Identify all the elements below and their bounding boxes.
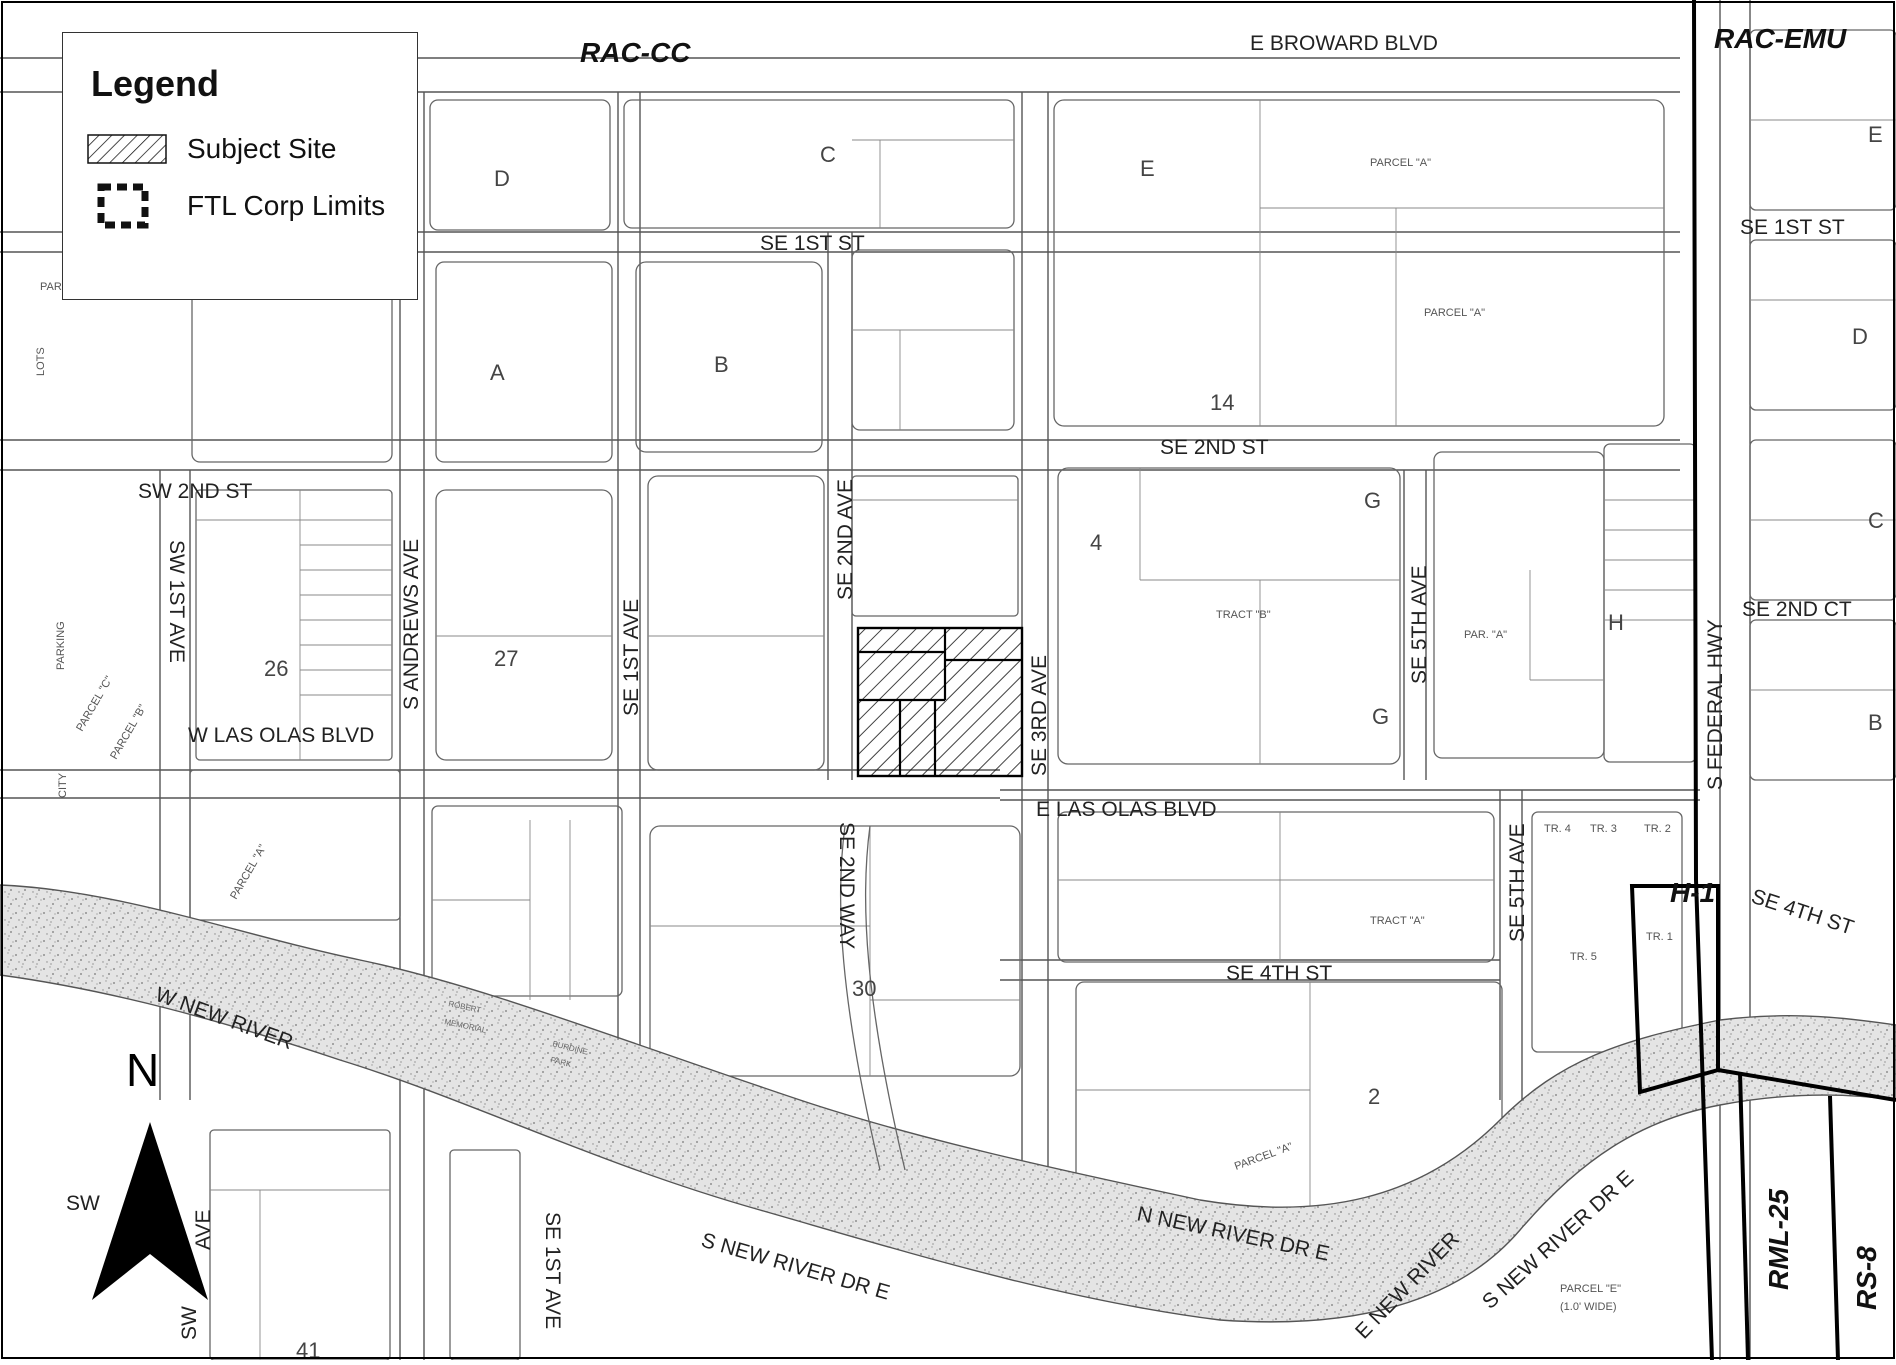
street-sw-ave-fragment: SW [178,1306,201,1340]
new-river-water [0,884,1896,1323]
street-se-4th-st: SE 4TH ST [1226,962,1332,985]
svg-text:A: A [490,360,505,385]
street-se-5th-ave-south: SE 5TH AVE [1506,823,1529,942]
legend-label-subject-site: Subject Site [187,133,337,164]
svg-text:E: E [1140,156,1155,181]
svg-text:2: 2 [1368,1084,1380,1109]
svg-text:4: 4 [1090,530,1102,555]
street-e-broward-blvd: E BROWARD BLVD [1250,32,1438,55]
zone-rac-cc: RAC-CC [580,37,691,68]
svg-text:PARCEL "A": PARCEL "A" [1370,157,1431,169]
svg-text:CITY: CITY [57,772,69,798]
svg-text:PARKING: PARKING [55,621,67,670]
street-se-1st-st: SE 1ST ST [760,232,865,255]
svg-text:TR. 4: TR. 4 [1544,823,1571,835]
legend-title: Legend [91,63,220,104]
svg-text:27: 27 [494,646,518,671]
svg-text:G: G [1364,488,1381,513]
street-se-1st-ave: SE 1ST AVE [620,599,643,716]
street-w-las-olas-blvd: W LAS OLAS BLVD [188,724,374,747]
legend-item-corp-limits: FTL Corp Limits [87,183,385,229]
svg-text:C: C [820,142,836,167]
subject-site [856,626,1024,778]
street-s-andrews-ave: S ANDREWS AVE [400,539,423,710]
svg-text:PAR. "A": PAR. "A" [1464,629,1507,641]
zone-rml25: RML-25 [1763,1188,1794,1290]
svg-text:14: 14 [1210,390,1234,415]
street-se-1st-ave-south: SE 1ST AVE [541,1212,564,1329]
svg-text:G: G [1372,704,1389,729]
se-2nd-way-road [839,825,881,1171]
svg-text:D: D [494,166,510,191]
street-ave-fragment: AVE [192,1210,215,1250]
svg-text:B: B [714,352,729,377]
hatch-swatch-icon [87,134,167,164]
svg-text:TRACT "A": TRACT "A" [1370,915,1425,927]
svg-text:TRACT "B": TRACT "B" [1216,609,1271,621]
zone-h1: H-1 [1670,877,1715,908]
legend-item-subject-site: Subject Site [87,133,336,165]
north-label: N [126,1044,159,1096]
zone-rs8: RS-8 [1851,1246,1882,1310]
street-se-2nd-st: SE 2ND ST [1160,436,1269,459]
svg-text:30: 30 [852,976,876,1001]
legend-label-corp-limits: FTL Corp Limits [187,190,386,221]
zone-rac-emu: RAC-EMU [1714,23,1847,54]
north-arrow-left [92,1122,150,1300]
svg-text:PARCEL "E": PARCEL "E" [1560,1283,1621,1295]
block-labels: C D E A B 14 G 4 G H 26 27 30 2 41 B C D… [264,122,1884,1363]
svg-text:TR. 1: TR. 1 [1646,931,1673,943]
corp-limit-boundaries [1629,0,1896,1361]
north-arrow-right [150,1122,208,1300]
lot-lines [196,100,1896,1360]
street-s-federal-hwy: S FEDERAL HWY [1704,619,1727,790]
svg-text:C: C [1868,508,1884,533]
street-e-las-olas-blvd: E LAS OLAS BLVD [1036,798,1217,821]
svg-text:26: 26 [264,656,288,681]
street-sw-2nd-st: SW 2ND ST [138,480,253,503]
street-se-1st-st-east: SE 1ST ST [1740,216,1845,239]
street-se-2nd-ave: SE 2ND AVE [834,479,857,600]
svg-text:TR. 3: TR. 3 [1590,823,1617,835]
svg-text:41: 41 [296,1338,320,1360]
svg-text:H: H [1608,610,1624,635]
north-arrow[interactable]: N [92,1044,208,1300]
svg-text:PARCEL "A": PARCEL "A" [1424,307,1485,319]
svg-text:B: B [1868,710,1883,735]
legend: Legend Subject Site FTL Corp Limits [62,32,418,300]
street-se-2nd-way: SE 2ND WAY [835,822,858,949]
svg-text:E: E [1868,122,1883,147]
street-se-3rd-ave: SE 3RD AVE [1028,655,1051,776]
svg-text:TR. 2: TR. 2 [1644,823,1671,835]
svg-text:TR. 5: TR. 5 [1570,951,1597,963]
svg-text:D: D [1852,324,1868,349]
street-se-2nd-ct: SE 2ND CT [1742,598,1852,621]
svg-text:(1.0' WIDE): (1.0' WIDE) [1560,1301,1617,1313]
street-sw-1st-ave: SW 1ST AVE [165,540,188,663]
svg-text:LOTS: LOTS [35,347,47,376]
corp-limit-swatch-icon [97,183,149,229]
street-sw-fragment: SW [66,1192,100,1215]
street-se-5th-ave-north: SE 5TH AVE [1408,565,1431,684]
